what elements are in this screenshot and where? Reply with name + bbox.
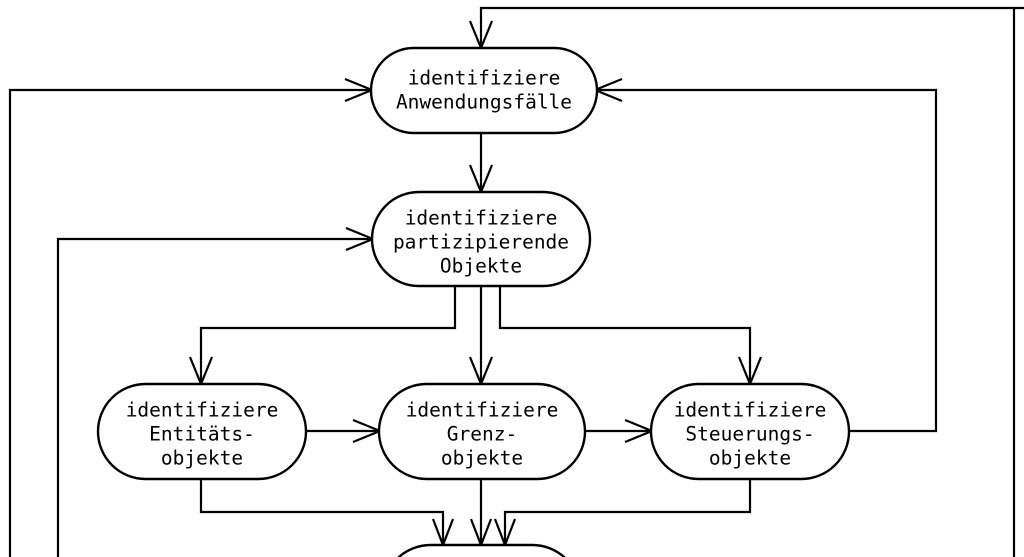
- node-shape-anwendungsfaelle: [369, 46, 599, 135]
- node-label-entitaetsobjekte-line2: Entitäts-: [149, 423, 255, 446]
- edge-top-feedback-into-anwendungsfaelle: [479, 6, 1024, 47]
- node-label-partizipierende-line2: partizipierende: [393, 231, 569, 254]
- node-label-partizipierende-line3: Objekte: [440, 255, 522, 278]
- node-label-entitaetsobjekte-line3: objekte: [161, 447, 243, 470]
- node-shape-entitaetsobjekte: [96, 382, 308, 481]
- node-identifiziere-grenzobjekte[interactable]: identifiziere Grenz- objekte: [377, 382, 587, 481]
- node-label-grenzobjekte-line3: objekte: [441, 447, 523, 470]
- node-shape-bottom-cropped: [397, 543, 566, 557]
- node-label-steuerungsobjekte-line1: identifiziere: [674, 399, 827, 422]
- edge-left-outer-feedback-into-anwendungsfaelle: [8, 88, 370, 557]
- node-identifiziere-entitaetsobjekte[interactable]: identifiziere Entitäts- objekte: [96, 382, 308, 481]
- node-label-steuerungsobjekte-line3: objekte: [709, 447, 791, 470]
- node-label-grenzobjekte-line1: identifiziere: [406, 399, 559, 422]
- node-label-grenzobjekte-line2: Grenz-: [447, 423, 517, 446]
- node-shape-steuerungsobjekte: [649, 382, 851, 481]
- edge-partizipierende-to-entitaetsobjekte: [199, 286, 457, 383]
- node-label-partizipierende-line1: identifiziere: [405, 207, 558, 230]
- node-label-anwendungsfaelle-line2: Anwendungsfälle: [396, 91, 572, 114]
- node-shape-grenzobjekte: [377, 382, 587, 481]
- node-label-entitaetsobjekte-line1: identifiziere: [126, 399, 279, 422]
- edge-left-inner-feedback-into-partizipierende: [56, 237, 371, 557]
- edge-partizipierende-to-steuerungsobjekte: [498, 286, 752, 383]
- node-identifiziere-steuerungsobjekte[interactable]: identifiziere Steuerungs- objekte: [649, 382, 851, 481]
- node-label-anwendungsfaelle-line1: identifiziere: [408, 67, 561, 90]
- node-bottom-cropped[interactable]: [383, 543, 580, 557]
- node-identifiziere-partizipierende-objekte[interactable]: identifiziere partizipierende Objekte: [370, 190, 592, 288]
- node-shape-partizipierende-objekte: [370, 190, 592, 288]
- edge-steuerungsobjekte-to-anwendungsfaelle: [597, 88, 938, 433]
- edge-entitaetsobjekte-to-bottom-node: [199, 479, 445, 544]
- node-identifiziere-anwendungsfaelle[interactable]: identifiziere Anwendungsfälle: [369, 46, 599, 135]
- node-label-steuerungsobjekte-line2: Steuerungs-: [685, 423, 814, 446]
- edge-steuerungsobjekte-to-bottom-node: [503, 479, 752, 544]
